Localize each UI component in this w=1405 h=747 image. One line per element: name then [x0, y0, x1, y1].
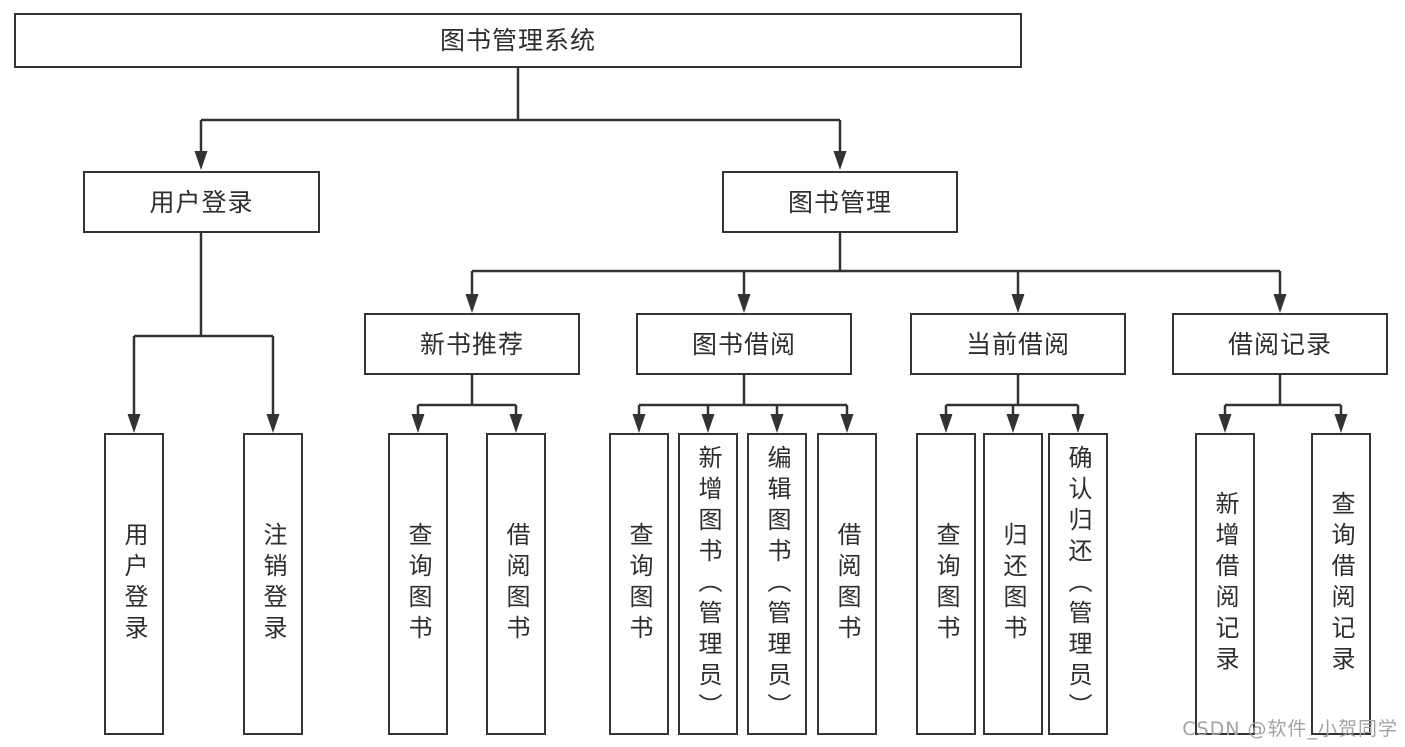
arrowhead [1011, 294, 1025, 313]
node-label: 用户登录 [120, 522, 148, 646]
arrowhead [770, 414, 784, 433]
arrowhead [939, 414, 953, 433]
leaf-query-books-current: 查询图书 [916, 433, 976, 735]
leaf-edit-books-admin: 编辑图书（管理员） [747, 433, 807, 735]
node-label: 借阅图书 [833, 522, 861, 646]
node-label: 当前借阅 [965, 329, 1070, 359]
node-library-management-system: 图书管理系统 [14, 13, 1022, 68]
leaf-borrow-books-borrow: 借阅图书 [817, 433, 877, 735]
arrowhead [833, 151, 847, 170]
node-book-borrowing: 图书借阅 [636, 313, 852, 375]
node-label: 新书推荐 [419, 329, 524, 359]
leaf-logout-login: 注销登录 [243, 433, 303, 735]
node-user-login: 用户登录 [83, 171, 320, 233]
node-label: 查询借阅记录 [1327, 491, 1355, 677]
node-label: 确认归还（管理员） [1064, 444, 1092, 724]
node-label: 查询图书 [404, 522, 432, 646]
leaf-add-books-admin: 新增图书（管理员） [678, 433, 738, 735]
node-label: 查询图书 [625, 522, 653, 646]
node-label: 借阅记录 [1227, 329, 1332, 359]
arrowhead [632, 414, 646, 433]
node-label: 图书管理系统 [439, 26, 596, 55]
arrowhead [1334, 414, 1348, 433]
node-label: 图书管理 [787, 187, 892, 217]
arrowhead [1273, 294, 1287, 313]
node-label: 用户登录 [149, 187, 254, 217]
csdn-watermark: CSDN @软件_小贺同学 [1182, 718, 1398, 740]
node-label: 查询图书 [932, 522, 960, 646]
node-label: 归还图书 [999, 522, 1027, 646]
leaf-query-books-recommend: 查询图书 [388, 433, 448, 735]
node-book-management: 图书管理 [722, 171, 958, 233]
arrowhead [701, 414, 715, 433]
arrowhead [266, 414, 280, 433]
arrowhead [194, 151, 208, 170]
node-current-borrowing: 当前借阅 [910, 313, 1126, 375]
node-new-book-recommendation: 新书推荐 [364, 313, 580, 375]
arrowhead [127, 414, 141, 433]
arrowhead [465, 294, 479, 313]
arrowhead [509, 414, 523, 433]
leaf-borrow-books-recommend: 借阅图书 [486, 433, 546, 735]
node-label: 新增图书（管理员） [694, 444, 722, 724]
leaf-return-books: 归还图书 [983, 433, 1043, 735]
leaf-add-borrow-record: 新增借阅记录 [1195, 433, 1255, 735]
node-borrowing-records: 借阅记录 [1172, 313, 1388, 375]
arrowhead [1218, 414, 1232, 433]
leaf-user-login: 用户登录 [104, 433, 164, 735]
leaf-confirm-return-admin: 确认归还（管理员） [1048, 433, 1108, 735]
node-label: 编辑图书（管理员） [763, 444, 791, 724]
arrowhead [737, 294, 751, 313]
arrowhead [1006, 414, 1020, 433]
node-label: 注销登录 [259, 522, 287, 646]
node-label: 图书借阅 [691, 329, 796, 359]
leaf-query-books-borrow: 查询图书 [609, 433, 669, 735]
leaf-query-borrow-record: 查询借阅记录 [1311, 433, 1371, 735]
arrowhead [1071, 414, 1085, 433]
node-label: 借阅图书 [502, 522, 530, 646]
node-label: 新增借阅记录 [1211, 491, 1239, 677]
arrowhead [411, 414, 425, 433]
arrowhead [840, 414, 854, 433]
